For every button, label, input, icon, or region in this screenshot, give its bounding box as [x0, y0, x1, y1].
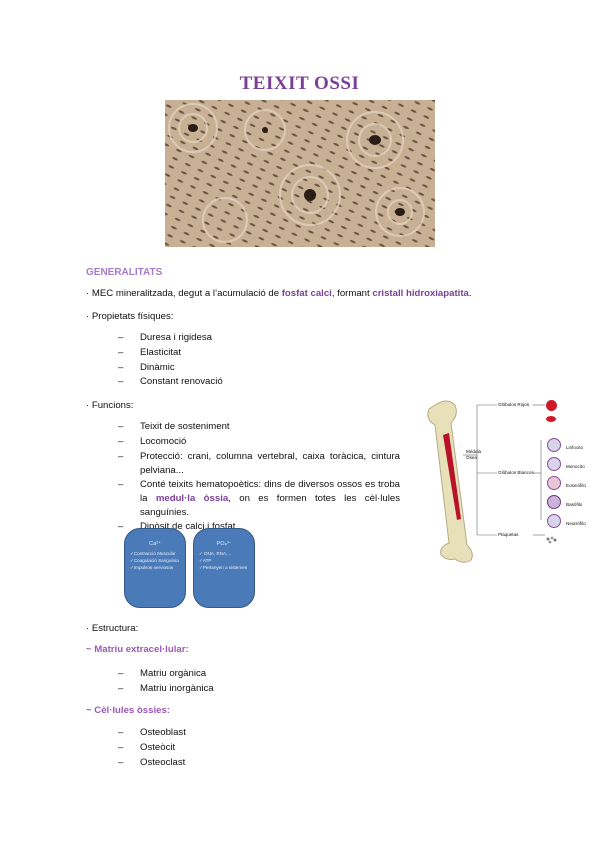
medul-highlight: medul·la òssia	[155, 492, 229, 504]
propietats-list: –Duresa i rigidesa –Elasticitat –Dinàmic…	[118, 331, 223, 390]
propietats-label: · Propietats físiques:	[86, 311, 174, 322]
list-item: ✓Impulsos nerviosos	[130, 565, 174, 570]
phosphate-box: PO₄³⁻ ✓ DNA, RNA,... ✓ATP ✓Pertanyen a s…	[193, 528, 255, 608]
marrow-icon	[443, 433, 461, 520]
list-item: ✓ DNA, RNA,...	[199, 551, 232, 556]
medula-label: Médula Ósea	[466, 449, 482, 460]
list-item: ✓ATP	[199, 558, 212, 563]
estructura-label: · Estructura:	[86, 623, 139, 634]
calcium-box: Ca²⁺ ✓Contracció Muscular ✓Coagulació Sa…	[124, 528, 186, 608]
platelets-icon	[546, 531, 558, 544]
list-item: Eosinófilo	[545, 476, 593, 495]
list-item: –Teixit de sosteniment	[118, 421, 230, 432]
lymphocyte-icon	[547, 438, 561, 452]
list-item: ✓Coagulació Sanguínia	[130, 558, 179, 563]
eosinophil-icon	[547, 476, 561, 490]
list-item: –Constant renovació	[118, 376, 223, 388]
blancos-label: Glóbulos Blancos	[498, 470, 534, 475]
phosphate-title: PO₄³⁻	[216, 541, 232, 547]
mec-highlight-fosfat: fosfat calci	[281, 288, 332, 299]
list-item: ✓Pertanyen a sistemes	[199, 565, 248, 570]
page-title: TEIXIT OSSI	[239, 73, 360, 94]
bone-tissue-micrograph	[165, 100, 435, 247]
cel-list: –Osteoblast –Osteòcit –Osteoclast	[118, 726, 186, 770]
monocyte-icon	[547, 457, 561, 471]
list-item: –Matriu orgànica	[118, 668, 207, 679]
list-item: ✓Contracció Muscular	[130, 551, 176, 556]
list-item: Neutrófilo	[545, 514, 593, 533]
basophil-icon	[547, 495, 561, 509]
calcium-title: Ca²⁺	[149, 541, 161, 547]
bone-marrow-diagram: Médula Ósea Glóbulos Rojos Glóbulos Blan…	[405, 395, 595, 565]
list-item: –Matriu inorgànica	[118, 682, 214, 694]
list-item: Linfocito	[545, 438, 593, 457]
list-item: –Protecció: crani, columna vertebral, ca…	[118, 450, 400, 476]
matriu-heading: ~ Matriu extracel·lular:	[86, 644, 189, 655]
mec-text-mid: , formant	[331, 288, 373, 299]
mec-text: · MEC mineralitzada, degut a l’acumulaci…	[86, 288, 282, 299]
plaquetas-label: Plaquetas	[498, 532, 519, 537]
white-cells-list: Linfocito Monocito Eosinófilo Basófilo N…	[545, 438, 593, 533]
funcions-list: –Teixit de sosteniment –Locomoció –Prote…	[118, 420, 400, 534]
list-item: –Osteòcit	[118, 741, 176, 753]
list-item: –Osteoblast	[118, 727, 186, 738]
rojos-label: Glóbulos Rojos	[498, 402, 530, 407]
mec-text-end: .	[468, 288, 472, 299]
list-item: Monocito	[545, 457, 593, 476]
list-item: –Dipòsit de calci i fosfat	[118, 520, 236, 532]
list-item: –Dinàmic	[118, 361, 175, 373]
funcions-label: · Funcions:	[86, 400, 134, 411]
mec-highlight-cristall: cristall hidroxiapatita	[372, 288, 469, 299]
list-item: –Duresa i rigidesa	[118, 332, 212, 343]
cel-heading: ~ Cèl·lules òssies:	[86, 705, 170, 716]
list-item: –Osteoclast	[118, 756, 186, 768]
red-cell-icon	[546, 400, 557, 411]
list-item: –Conté teixits hematopoètics: dins de di…	[118, 478, 400, 518]
neutrophil-icon	[547, 514, 561, 528]
section-heading-generalitats: GENERALITATS	[86, 267, 163, 278]
list-item: Basófilo	[545, 495, 593, 514]
list-item: –Locomoció	[118, 435, 187, 447]
list-item: –Elasticitat	[118, 346, 182, 358]
mec-paragraph: · MEC mineralitzada, degut a l’acumulaci…	[86, 288, 472, 300]
matriu-list: –Matriu orgànica –Matriu inorgànica	[118, 667, 214, 697]
red-cell-side-icon	[546, 416, 556, 422]
